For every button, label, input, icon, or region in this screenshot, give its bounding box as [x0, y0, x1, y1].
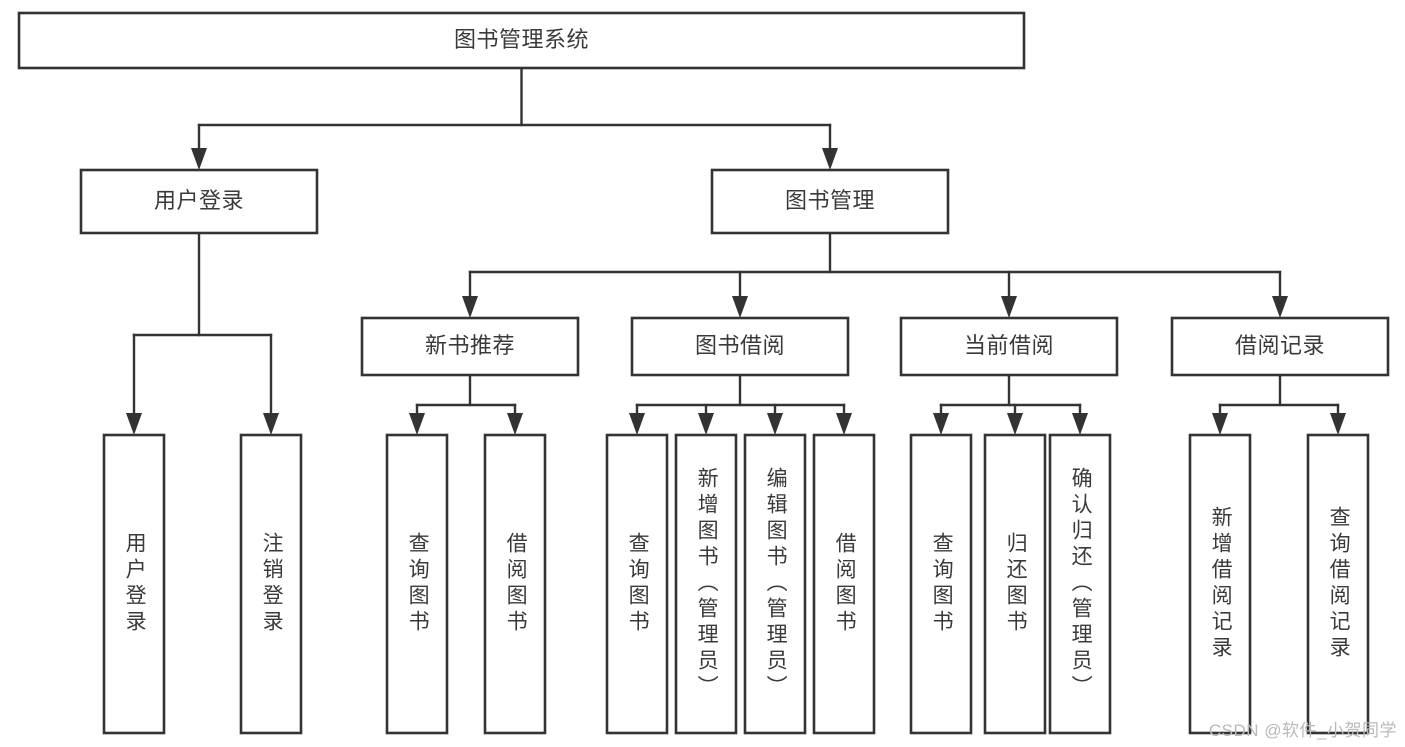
- arrowhead-leaf-add-book-admin: [698, 413, 714, 435]
- node-box-leaf-confirm-return-admin[interactable]: [1048, 433, 1112, 735]
- node-box-user-login[interactable]: [79, 168, 319, 235]
- node-box-leaf-borrow-book[interactable]: [812, 433, 876, 735]
- arrowhead-leaf-return-book: [1007, 413, 1023, 435]
- node-box-leaf-borrow-book-recommend[interactable]: [483, 433, 547, 735]
- node-box-leaf-query-book-recommend[interactable]: [385, 433, 449, 735]
- node-box-root[interactable]: [17, 11, 1026, 70]
- node-box-borrow-record[interactable]: [1170, 316, 1390, 377]
- arrowhead-leaf-user-logout: [263, 413, 279, 435]
- arrowhead-leaf-query-book-recommend: [409, 413, 425, 435]
- node-box-new-book-recommend[interactable]: [360, 316, 580, 377]
- arrowhead-leaf-user-login: [126, 413, 142, 435]
- node-box-leaf-edit-book-admin[interactable]: [743, 433, 807, 735]
- node-box-leaf-user-logout[interactable]: [239, 433, 303, 735]
- node-box-leaf-user-login[interactable]: [102, 433, 166, 735]
- arrowhead-leaf-query-book-borrow: [629, 413, 645, 435]
- arrowhead-leaf-add-borrow-record: [1212, 413, 1228, 435]
- node-box-leaf-return-book[interactable]: [983, 433, 1047, 735]
- arrowhead-leaf-query-book-current: [933, 413, 949, 435]
- node-box-leaf-query-book-current[interactable]: [909, 433, 973, 735]
- arrowhead-leaf-borrow-book: [836, 413, 852, 435]
- node-box-book-borrow[interactable]: [630, 316, 850, 377]
- arrowhead-leaf-confirm-return-admin: [1072, 413, 1088, 435]
- node-box-leaf-add-book-admin[interactable]: [674, 433, 738, 735]
- node-box-leaf-query-book-borrow[interactable]: [605, 433, 669, 735]
- connector-group: [126, 66, 1346, 435]
- arrowhead-user-login: [191, 148, 207, 170]
- arrowhead-borrow-record: [1272, 296, 1288, 318]
- arrowhead-current-borrow: [1001, 296, 1017, 318]
- node-box-book-management[interactable]: [710, 168, 950, 235]
- arrowhead-leaf-edit-book-admin: [767, 413, 783, 435]
- arrowhead-leaf-query-borrow-record: [1330, 413, 1346, 435]
- node-box-leaf-query-borrow-record[interactable]: [1306, 433, 1370, 735]
- node-box-current-borrow[interactable]: [899, 316, 1119, 377]
- arrowhead-leaf-borrow-book-recommend: [507, 413, 523, 435]
- arrowhead-book-management: [822, 148, 838, 170]
- arrowhead-new-book-recommend: [462, 296, 478, 318]
- arrowhead-book-borrow: [732, 296, 748, 318]
- csdn-watermark: CSDN @软件_小贺同学: [1208, 721, 1397, 740]
- node-box-leaf-add-borrow-record[interactable]: [1188, 433, 1252, 735]
- node-box-group: [17, 11, 1390, 735]
